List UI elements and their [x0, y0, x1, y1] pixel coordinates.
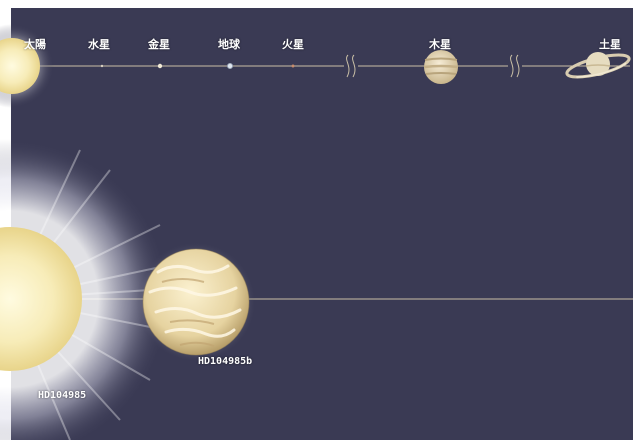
sun-small — [0, 38, 40, 94]
scale-break-2 — [508, 54, 522, 78]
label-planet-hd104985b: HD104985b — [198, 356, 253, 367]
label-sun: 太陽 — [24, 38, 46, 51]
label-star-hd104985: HD104985 — [38, 390, 87, 401]
earth — [226, 63, 233, 70]
star-hd104985 — [0, 139, 171, 440]
mars — [291, 64, 295, 68]
label-mars: 火星 — [282, 38, 304, 51]
label-jupiter: 木星 — [429, 38, 451, 51]
venus — [157, 63, 163, 69]
jupiter — [423, 50, 459, 84]
mercury — [100, 64, 104, 68]
saturn — [565, 52, 631, 79]
label-earth: 地球 — [218, 38, 240, 51]
planet-hd104985b — [136, 242, 256, 362]
label-mercury: 水星 — [88, 38, 110, 51]
scale-break-1 — [344, 54, 358, 78]
label-venus: 金星 — [148, 38, 170, 51]
label-saturn: 土星 — [599, 38, 621, 51]
